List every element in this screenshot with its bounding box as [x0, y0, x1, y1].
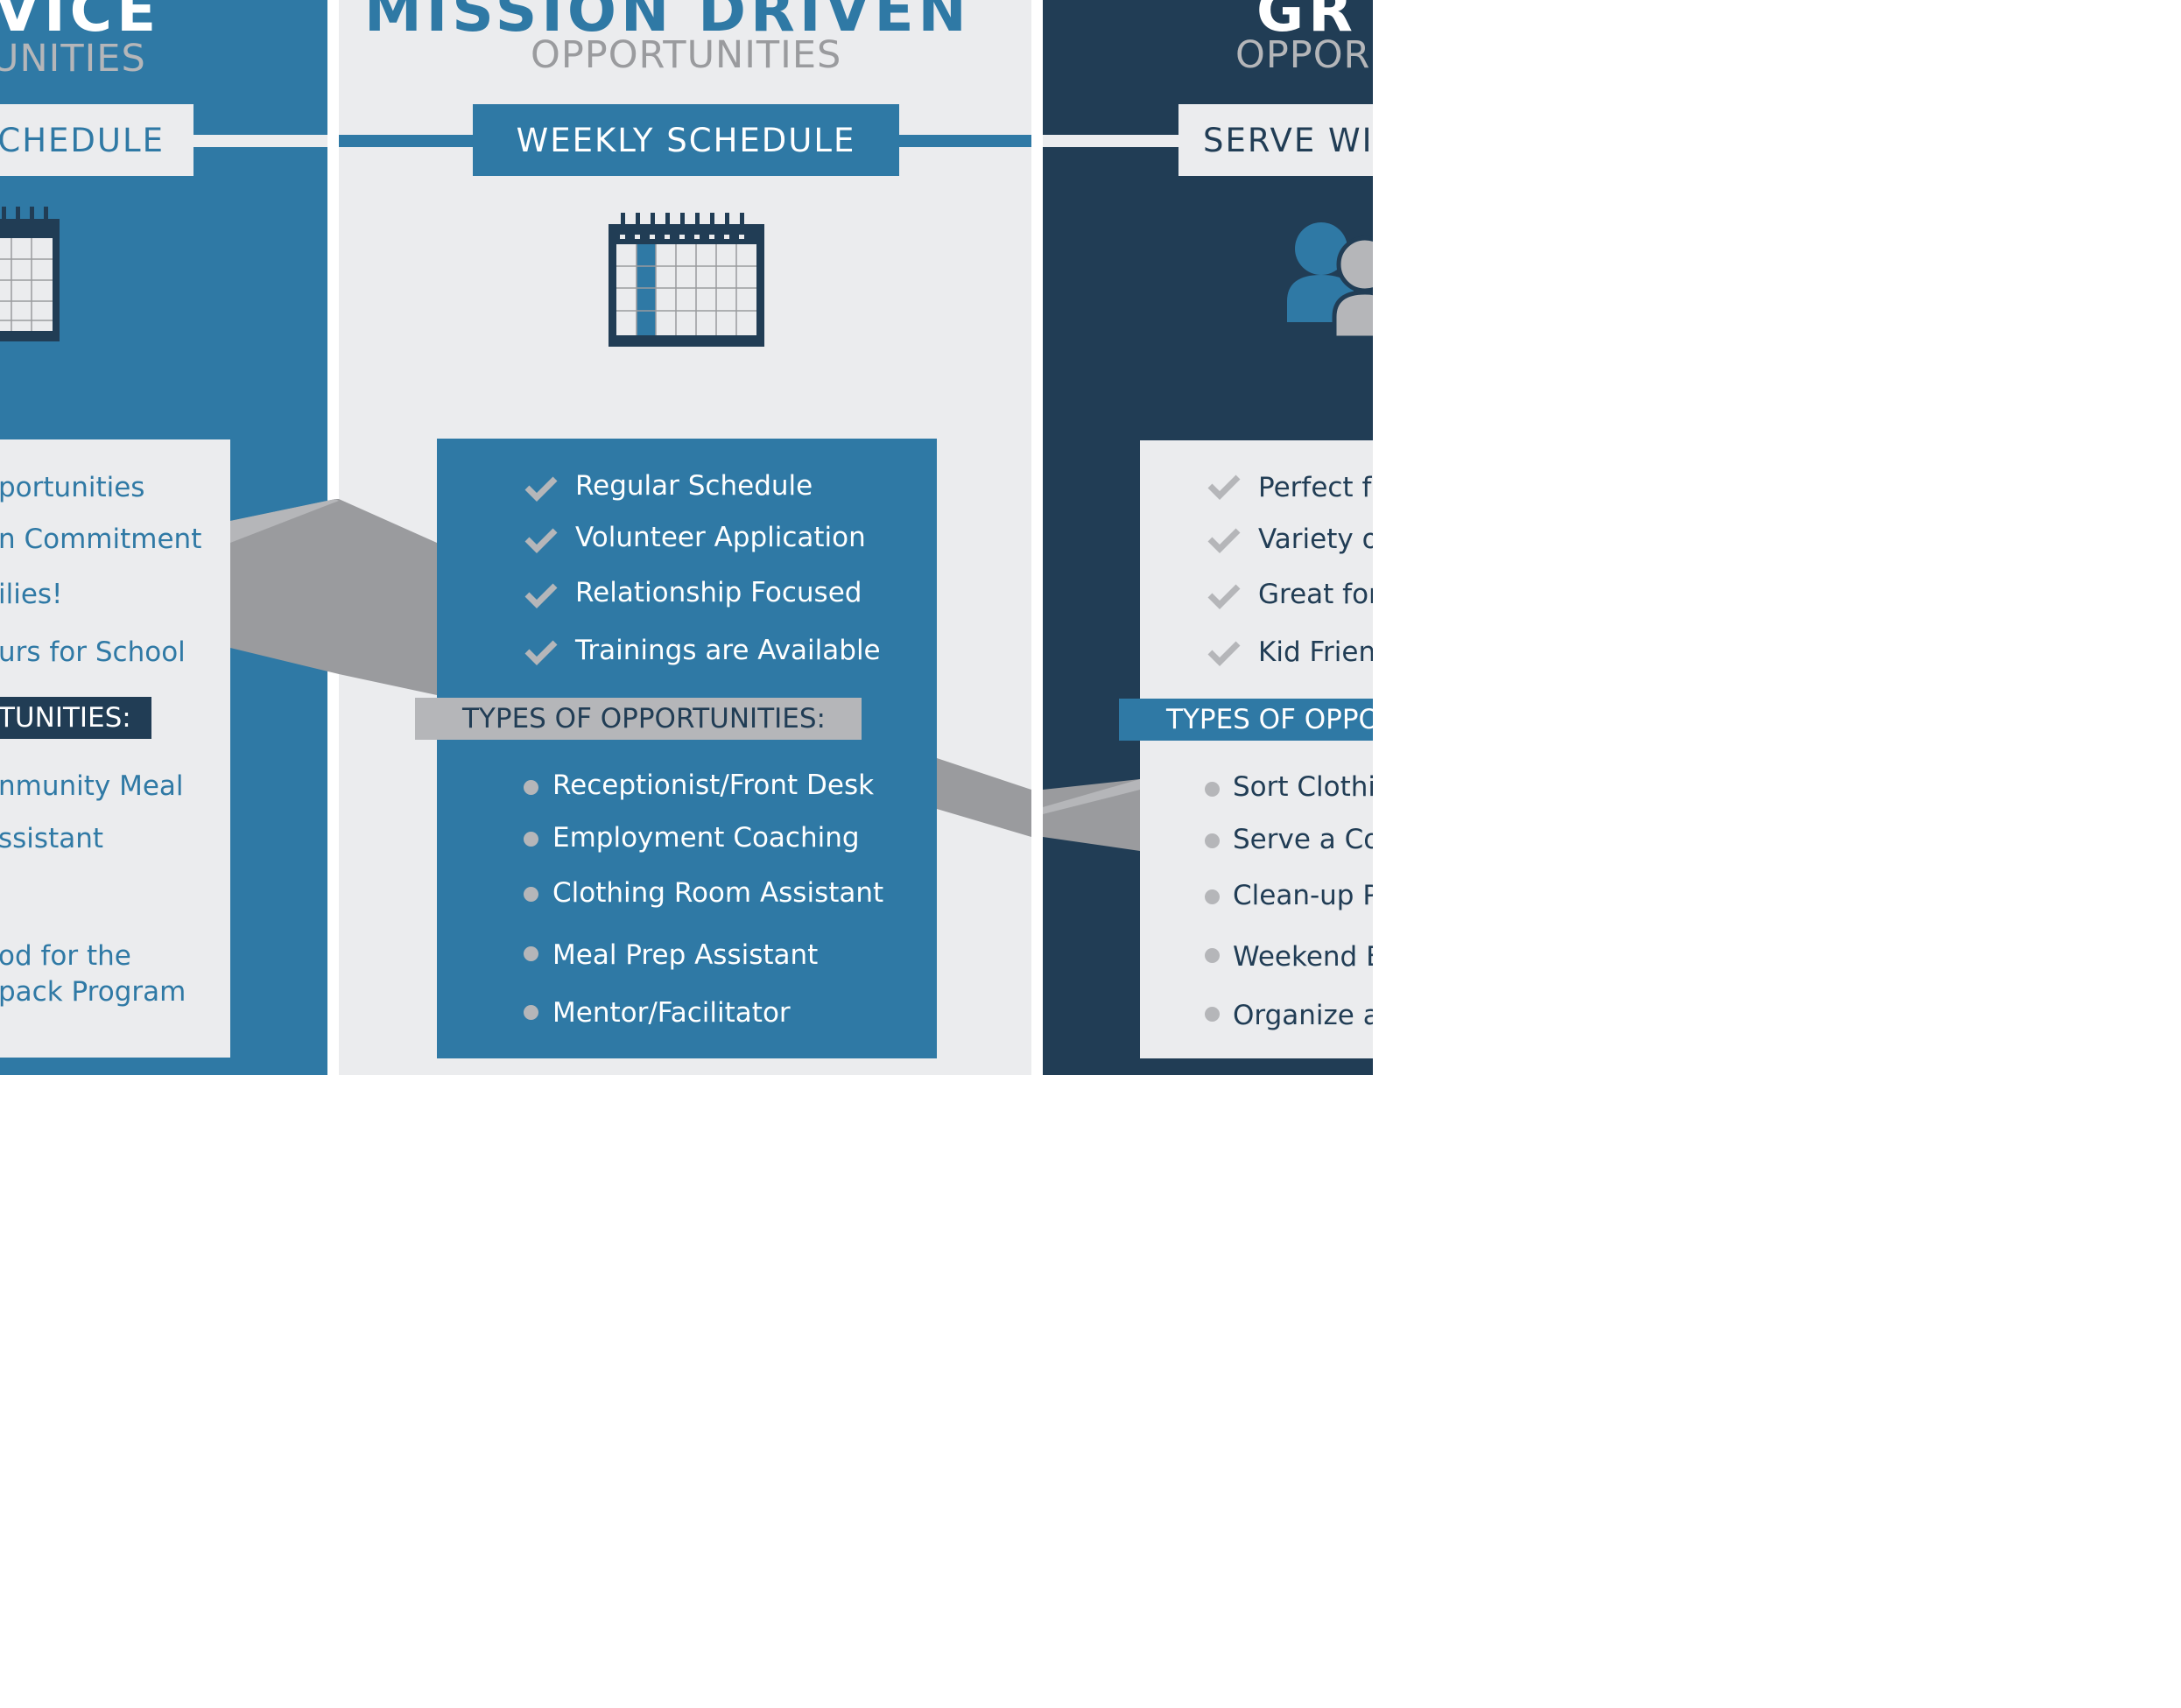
middle-type: Clothing Room Assistant [552, 877, 884, 909]
right-types-heading-text: TYPES OF OPPO [1166, 704, 1373, 735]
right-type: Weekend E [1233, 941, 1373, 973]
right-feature: Kid Frien [1258, 636, 1373, 668]
right-type: Serve a Co [1233, 824, 1373, 855]
right-panel: GR OPPOR SERVE WI Perfect f Variety o [1043, 0, 1373, 1075]
middle-feature: Relationship Focused [575, 577, 862, 608]
left-schedule-text: CHEDULE [0, 121, 165, 159]
bullet-icon [524, 946, 538, 961]
calendar-icon [609, 213, 764, 348]
right-schedule-label: SERVE WI [1178, 104, 1373, 176]
middle-type: Mentor/Facilitator [552, 997, 791, 1029]
left-type: nmunity Meal [0, 770, 184, 802]
check-icon [1207, 527, 1241, 553]
middle-schedule-text: WEEKLY SCHEDULE [516, 121, 856, 159]
middle-subtitle: OPPORTUNITIES [531, 33, 842, 77]
middle-type: Employment Coaching [552, 822, 860, 854]
left-info-card: portunities n Commitment ilies! urs for … [0, 439, 230, 1058]
right-subtitle: OPPOR [1235, 33, 1371, 77]
calendar-icon [0, 207, 61, 342]
left-schedule-label: CHEDULE [0, 104, 193, 176]
check-icon [524, 639, 558, 665]
right-title: GR [1256, 0, 1357, 45]
bullet-icon [1205, 948, 1220, 963]
connector-shape [1043, 779, 1140, 858]
check-icon [524, 475, 558, 502]
middle-title: MISSION DRIVEN [364, 0, 971, 45]
left-type: pack Program [0, 976, 186, 1008]
check-icon [1207, 640, 1241, 666]
check-icon [524, 582, 558, 608]
bullet-icon [1205, 833, 1220, 848]
middle-type: Meal Prep Assistant [552, 939, 819, 971]
middle-schedule-label: WEEKLY SCHEDULE [473, 104, 899, 176]
bullet-icon [1205, 1007, 1220, 1022]
right-feature: Variety o [1258, 524, 1373, 555]
left-schedule-line [193, 135, 327, 147]
check-icon [1207, 583, 1241, 609]
right-schedule-line [1043, 135, 1183, 147]
right-info-card: Perfect f Variety o Great for Kid Frien … [1140, 440, 1373, 1058]
middle-types-heading: TYPES OF OPPORTUNITIES: [415, 698, 862, 740]
bullet-icon [524, 832, 538, 847]
right-feature: Great for [1258, 579, 1373, 610]
left-type: od for the [0, 940, 131, 972]
right-type: Clean-up P [1233, 880, 1373, 911]
connector-shape [230, 499, 339, 678]
people-icon [1286, 222, 1373, 338]
left-feature: ilies! [0, 579, 63, 610]
middle-type: Receptionist/Front Desk [552, 770, 875, 801]
right-type: Sort Clothi [1233, 771, 1373, 803]
left-types-heading-text: TUNITIES: [0, 702, 131, 734]
bullet-icon [1205, 782, 1220, 797]
connector-shape [339, 499, 437, 700]
check-icon [524, 527, 558, 553]
left-feature: urs for School [0, 636, 186, 668]
connector-shape [937, 758, 1031, 837]
left-subtitle: UNITIES [0, 37, 146, 81]
left-feature: portunities [0, 472, 145, 503]
bullet-icon [1205, 889, 1220, 904]
left-feature: n Commitment [0, 524, 202, 555]
bullet-icon [524, 1005, 538, 1020]
middle-feature: Trainings are Available [575, 635, 881, 666]
left-types-heading: TUNITIES: [0, 697, 151, 739]
check-icon [1207, 474, 1241, 500]
middle-types-heading-text: TYPES OF OPPORTUNITIES: [462, 703, 826, 735]
right-feature: Perfect f [1258, 472, 1372, 503]
left-title: VICE [0, 0, 161, 45]
right-types-heading: TYPES OF OPPO [1119, 699, 1373, 741]
bullet-icon [524, 887, 538, 902]
bullet-icon [524, 780, 538, 795]
middle-feature: Regular Schedule [575, 470, 813, 502]
left-type: ssistant [0, 823, 104, 854]
middle-panel: MISSION DRIVEN OPPORTUNITIES WEEKLY SCHE… [339, 0, 1031, 1075]
middle-feature: Volunteer Application [575, 522, 866, 553]
right-schedule-text: SERVE WI [1203, 121, 1373, 159]
middle-info-card: Regular Schedule Volunteer Application R… [437, 439, 937, 1058]
right-type: Organize a [1233, 1000, 1373, 1031]
